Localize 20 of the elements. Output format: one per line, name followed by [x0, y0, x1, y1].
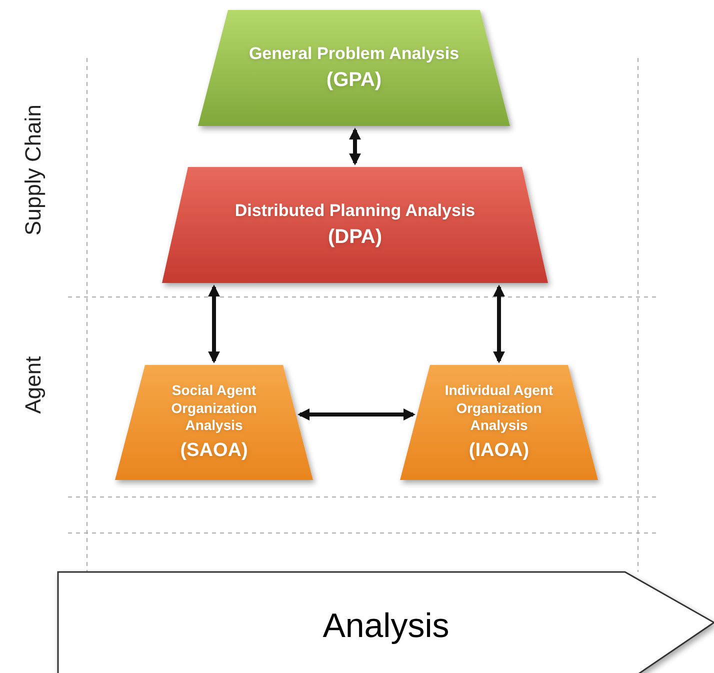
trapezoid-box: [162, 167, 548, 283]
trapezoid-box: [198, 10, 510, 126]
box-acronym: (SAOA): [180, 438, 248, 463]
trapezoid-box: [115, 365, 313, 480]
double-arrow: [208, 284, 220, 364]
double-arrow: [493, 284, 505, 364]
phase-label: Analysis: [322, 606, 450, 647]
box-title: General Problem Analysis: [248, 42, 460, 64]
box-acronym: (IAOA): [468, 438, 530, 463]
double-arrow: [349, 128, 361, 166]
box-acronym: (GPA): [326, 68, 382, 94]
trapezoid-box: [400, 365, 598, 480]
phase-arrow: [58, 572, 714, 673]
box-title: Distributed Planning Analysis: [234, 200, 476, 222]
box-title: Individual Agent Organization Analysis: [444, 382, 554, 435]
box-acronym: (DPA): [328, 225, 382, 250]
lane-label: Agent: [20, 356, 46, 414]
box-title: Social Agent Organization Analysis: [170, 382, 258, 435]
double-arrow: [298, 408, 416, 420]
lane-label: Supply Chain: [20, 104, 46, 236]
